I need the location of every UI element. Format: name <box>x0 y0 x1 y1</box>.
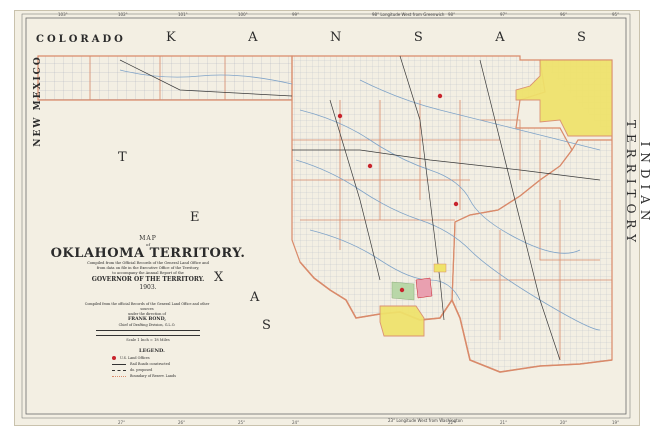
texas-letter-t: T <box>118 150 127 165</box>
svg-text:21°: 21° <box>500 420 507 425</box>
legend-item-label: U.S. Land Offices <box>120 356 150 360</box>
boundary-symbol <box>112 375 126 377</box>
panhandle-region <box>37 55 293 101</box>
colorado-label: COLORADO <box>36 34 126 45</box>
texas-letter-a: A <box>250 290 260 305</box>
kansas-letter: A <box>495 30 505 45</box>
svg-text:19°: 19° <box>612 420 619 425</box>
title-governor: GOVERNOR OF THE TERRITORY. <box>91 276 205 283</box>
texas-letter-e: E <box>190 210 200 225</box>
svg-text:26°: 26° <box>178 420 185 425</box>
land-office-symbol <box>112 356 116 360</box>
kansas-label: K A N S A S <box>166 30 586 45</box>
kiowa-reserve <box>379 305 425 337</box>
red-river <box>299 261 613 373</box>
title-map-label: MAP <box>139 235 157 242</box>
legend-item-railroad: Rail Roads constructed <box>112 361 192 367</box>
osage-reserve <box>515 59 613 137</box>
rail-roads <box>119 55 601 361</box>
kansas-letter: A <box>248 30 258 45</box>
legend-item-proposed: do. proposed <box>112 367 192 373</box>
credits-block: Compiled from the official Records of th… <box>80 302 214 328</box>
scale-label: Scale 1 Inch = 18 Miles <box>126 338 170 342</box>
title-compiled-line: from data on file in the Executive Offic… <box>96 266 200 270</box>
svg-text:103°: 103° <box>58 12 68 17</box>
bottom-meridian-label: 23° Longitude West from Washington <box>388 418 463 423</box>
kansas-letter: K <box>166 30 176 45</box>
svg-text:99°: 99° <box>292 12 299 17</box>
title-compiled-line: to accompany the Annual Report of the <box>112 271 184 275</box>
top-meridian-label: 98° Longitude West from Greenwich <box>372 12 445 17</box>
svg-text:27°: 27° <box>118 420 125 425</box>
legend-item-label: Boundary of Reserv. Lands <box>130 374 177 378</box>
title-block: MAP of OKLAHOMA TERRITORY. Compiled from… <box>48 236 248 292</box>
map-outer-neatline <box>21 13 631 419</box>
legend-heading: LEGEND. <box>139 348 165 354</box>
svg-text:95°: 95° <box>612 12 619 17</box>
svg-text:102°: 102° <box>118 12 128 17</box>
railroad-symbol <box>112 363 126 365</box>
svg-text:25°: 25° <box>238 420 245 425</box>
svg-text:24°: 24° <box>292 420 299 425</box>
legend: LEGEND. U.S. Land Offices Rail Roads con… <box>112 348 192 379</box>
svg-text:22°: 22° <box>448 420 455 425</box>
legend-item-boundary: Boundary of Reserv. Lands <box>112 373 192 379</box>
land-offices <box>337 93 459 293</box>
title-of-label: of <box>146 242 150 247</box>
county-boundaries <box>89 56 612 360</box>
svg-text:97°: 97° <box>500 12 507 17</box>
kansas-letter: S <box>413 30 423 45</box>
proposed-symbol <box>112 369 126 371</box>
longitude-ticks: 103° 102° 101° 100° 99° 98° 97° 96° 95° 27° 26°… <box>58 12 619 425</box>
credits-line: under the direction of <box>128 312 166 316</box>
credits-name: FRANK BOND, <box>127 317 167 322</box>
credits-line: Chief of Drafting Division, G.L.O. <box>118 323 176 327</box>
scale-bar <box>96 330 200 336</box>
new-mexico-label: NEW MEXICO <box>33 55 43 147</box>
rivers <box>119 69 601 331</box>
svg-text:98°: 98° <box>448 12 455 17</box>
kansas-letter: S <box>577 30 586 45</box>
svg-text:101°: 101° <box>178 12 188 17</box>
credits-line: Compiled from the official Records of th… <box>84 302 210 311</box>
kansas-letter: N <box>330 30 342 45</box>
legend-item-label: do. proposed <box>130 368 153 372</box>
svg-text:96°: 96° <box>560 12 567 17</box>
indian-territory-label: INDIAN TERRITORY <box>624 119 651 248</box>
legend-item-land-office: U.S. Land Offices <box>112 355 192 361</box>
legend-item-label: Rail Roads constructed <box>130 362 170 366</box>
small-reserve <box>433 263 447 273</box>
texas-letter-s: S <box>262 318 271 333</box>
wichita-reserve-pink <box>415 277 433 299</box>
map-neatline <box>25 17 627 415</box>
svg-text:100°: 100° <box>238 12 248 17</box>
svg-text:20°: 20° <box>560 420 567 425</box>
title-year: 1903. <box>139 284 157 291</box>
texas-letter-x: X <box>214 270 224 285</box>
title-compiled-line: Compiled from the Official Records of th… <box>87 261 209 265</box>
title-main: OKLAHOMA TERRITORY. <box>50 246 246 261</box>
